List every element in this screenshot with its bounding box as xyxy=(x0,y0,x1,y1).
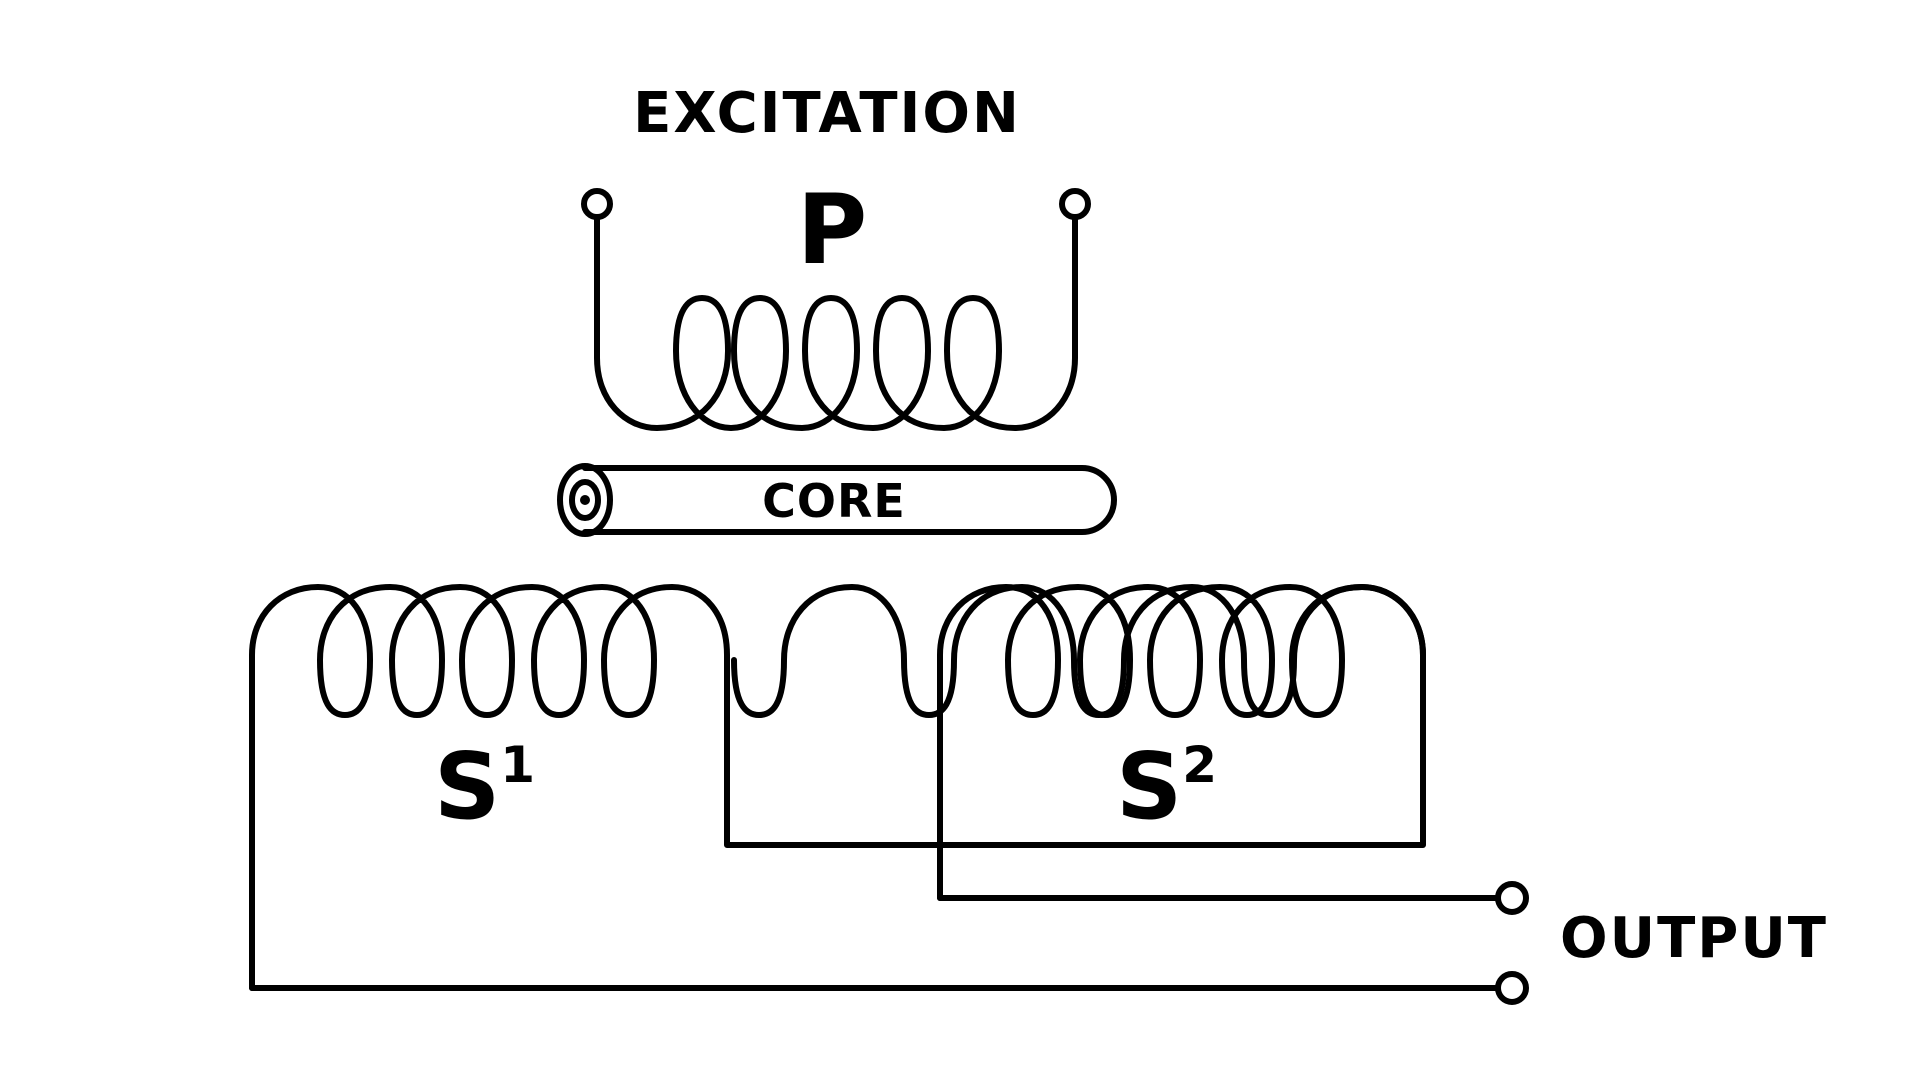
core-label: CORE xyxy=(762,474,906,528)
secondary-coil-2 xyxy=(937,584,1426,901)
secondary-1-winding xyxy=(249,584,1426,991)
core xyxy=(557,463,1117,537)
secondary-2-winding xyxy=(937,584,1426,901)
core-end-inner xyxy=(569,479,601,521)
secondary-2-label: S2 xyxy=(1116,733,1217,840)
excitation-label: EXCITATION xyxy=(633,81,1021,146)
output-terminal-upper xyxy=(1495,881,1529,915)
core-end-center xyxy=(580,495,590,505)
excitation-terminal-left xyxy=(581,188,613,220)
primary-coil xyxy=(581,188,1091,431)
output-label: OUTPUT xyxy=(1560,906,1828,971)
secondary-1-letter: S xyxy=(434,733,500,840)
core-body xyxy=(582,465,1117,535)
secondary-1-label: S1 xyxy=(434,733,535,840)
core-end-outer xyxy=(557,463,613,537)
output-leads xyxy=(249,881,1529,1005)
secondary-2-index: 2 xyxy=(1182,736,1217,794)
secondary-coil-1 xyxy=(249,584,1426,991)
primary-label: P xyxy=(797,174,867,286)
secondary-1-index: 1 xyxy=(500,736,535,794)
excitation-terminal-right xyxy=(1059,188,1091,220)
output-terminal-lower xyxy=(1495,971,1529,1005)
secondary-2-letter: S xyxy=(1116,733,1182,840)
primary-winding xyxy=(594,201,1078,431)
